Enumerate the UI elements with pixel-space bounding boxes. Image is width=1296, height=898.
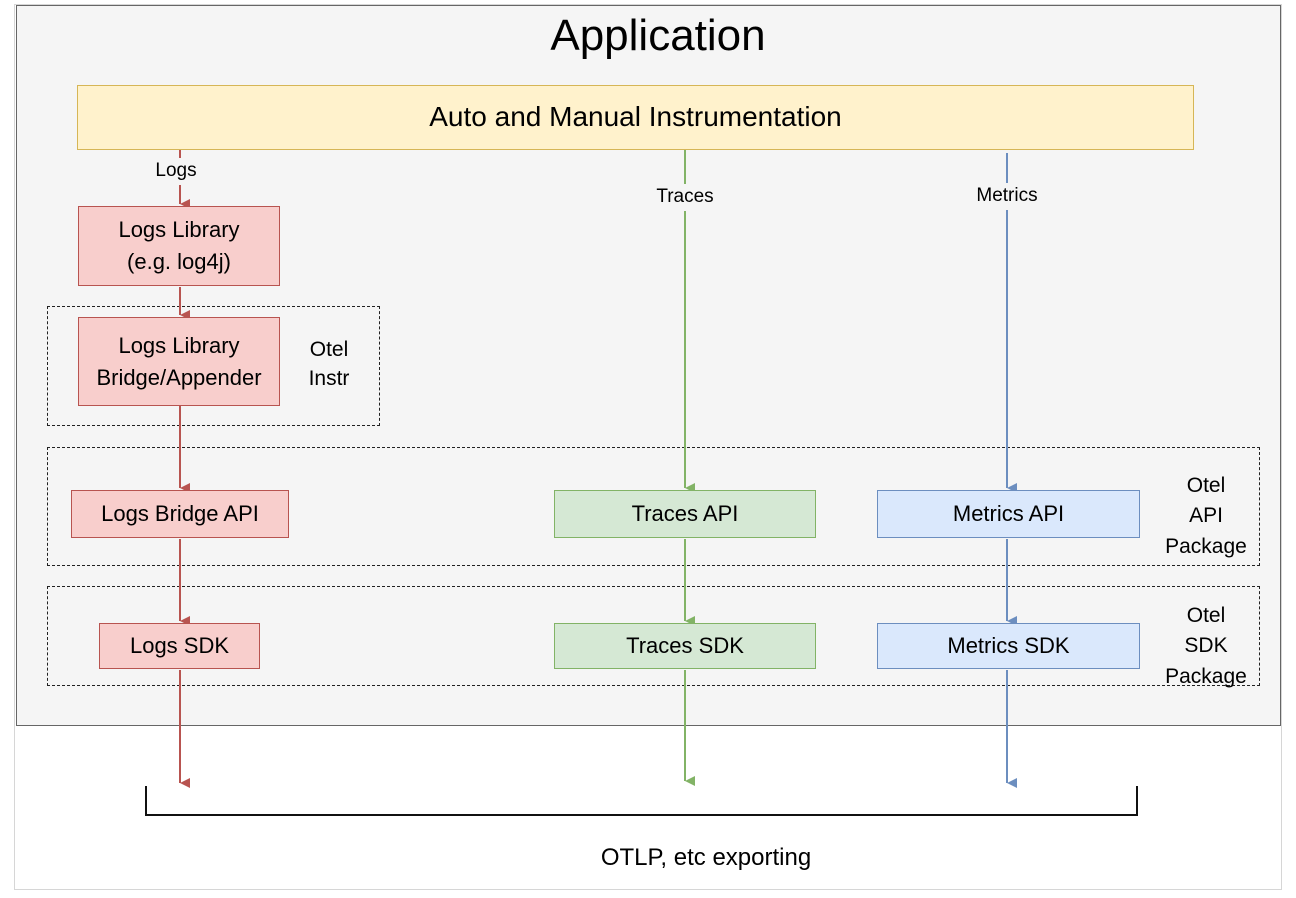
logs-library-box: Logs Library (e.g. log4j) <box>78 206 280 286</box>
exporting-bracket <box>145 786 1138 816</box>
api-package-line-2: API <box>1189 504 1223 528</box>
traces-sdk-label: Traces SDK <box>626 633 744 659</box>
logs-sdk-box: Logs SDK <box>99 623 260 669</box>
traces-flow-label: Traces <box>640 184 730 211</box>
otel-instr-line-2: Instr <box>308 367 350 391</box>
application-title: Application <box>550 11 766 60</box>
api-package-line-3: Package <box>1165 534 1247 558</box>
sdk-package-line-1: Otel <box>1186 604 1226 627</box>
metrics-flow-label: Metrics <box>962 183 1052 210</box>
metrics-sdk-box: Metrics SDK <box>877 623 1140 669</box>
logs-sdk-label: Logs SDK <box>129 633 230 659</box>
logs-bridge-api-label: Logs Bridge API <box>101 501 259 527</box>
metrics-api-label: Metrics API <box>952 501 1065 527</box>
otel-sdk-package-group <box>47 586 1260 686</box>
api-package-line-1: Otel <box>1186 474 1226 497</box>
traces-api-box: Traces API <box>554 490 816 538</box>
sdk-package-line-2: SDK <box>1184 634 1228 658</box>
logs-flow-label: Logs <box>140 158 212 185</box>
logs-bridge-line-2: Bridge/Appender <box>96 364 262 390</box>
logs-bridge-line-1: Logs Library <box>118 332 240 358</box>
traces-api-label: Traces API <box>631 501 739 527</box>
otel-instr-group <box>47 306 380 426</box>
otel-api-package-label: Otel API Package <box>1156 471 1256 562</box>
otel-api-package-group <box>47 447 1260 566</box>
logs-bridge-appender-box: Logs Library Bridge/Appender <box>78 317 280 406</box>
logs-bridge-api-box: Logs Bridge API <box>71 490 289 538</box>
exporting-label: OTLP, etc exporting <box>600 844 812 871</box>
traces-sdk-box: Traces SDK <box>554 623 816 669</box>
sdk-package-line-3: Package <box>1165 664 1247 688</box>
logs-library-line-2: (e.g. log4j) <box>127 249 231 274</box>
otel-instr-line-1: Otel <box>309 338 349 361</box>
otel-sdk-package-label: Otel SDK Package <box>1156 601 1256 692</box>
otel-instr-label: Otel Instr <box>290 335 368 394</box>
metrics-api-box: Metrics API <box>877 490 1140 538</box>
instrumentation-label: Auto and Manual Instrumentation <box>429 101 842 133</box>
metrics-sdk-label: Metrics SDK <box>947 633 1070 659</box>
instrumentation-box: Auto and Manual Instrumentation <box>77 85 1194 150</box>
logs-library-line-1: Logs Library <box>118 217 240 243</box>
